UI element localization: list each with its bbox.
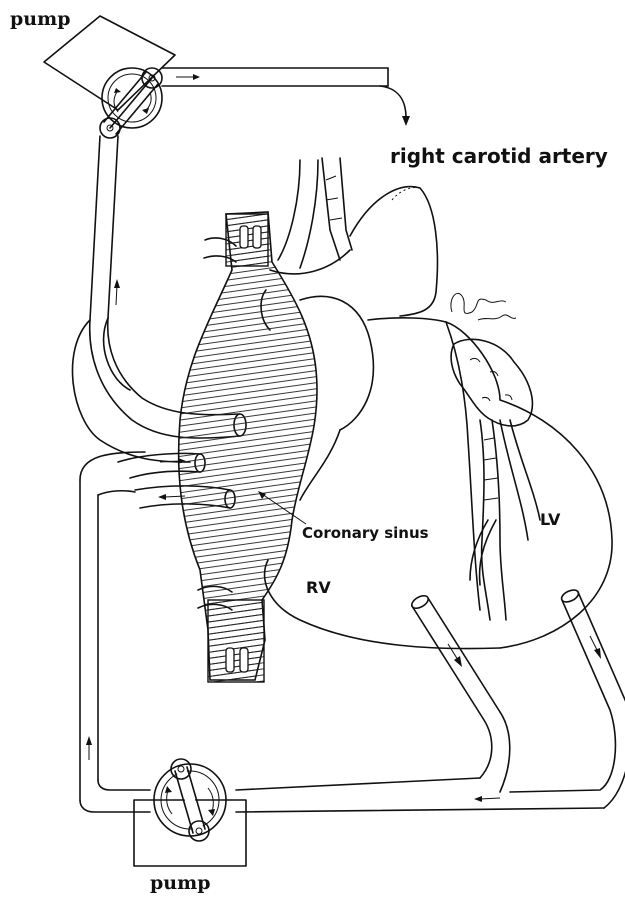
- top-pump-rotor-ring: [102, 68, 162, 128]
- top-pump-housing: [44, 16, 175, 110]
- ventricular-drain-tubes: [410, 588, 625, 808]
- artist-signature: [451, 293, 516, 320]
- coronary-vessels: [470, 420, 540, 620]
- carotid-outflow-tube: [162, 68, 410, 126]
- bottom-pump-label: pump: [150, 872, 211, 894]
- coronary-sinus-label: Coronary sinus: [302, 524, 429, 542]
- rv-label: RV: [306, 578, 331, 597]
- vena-cava-hatched: [179, 212, 317, 682]
- bottom-pump: [134, 759, 246, 866]
- right-carotid-artery-label: right carotid artery: [390, 144, 608, 168]
- top-pump: [44, 16, 175, 138]
- top-pump-label: pump: [10, 8, 71, 30]
- lv-label: LV: [540, 510, 560, 529]
